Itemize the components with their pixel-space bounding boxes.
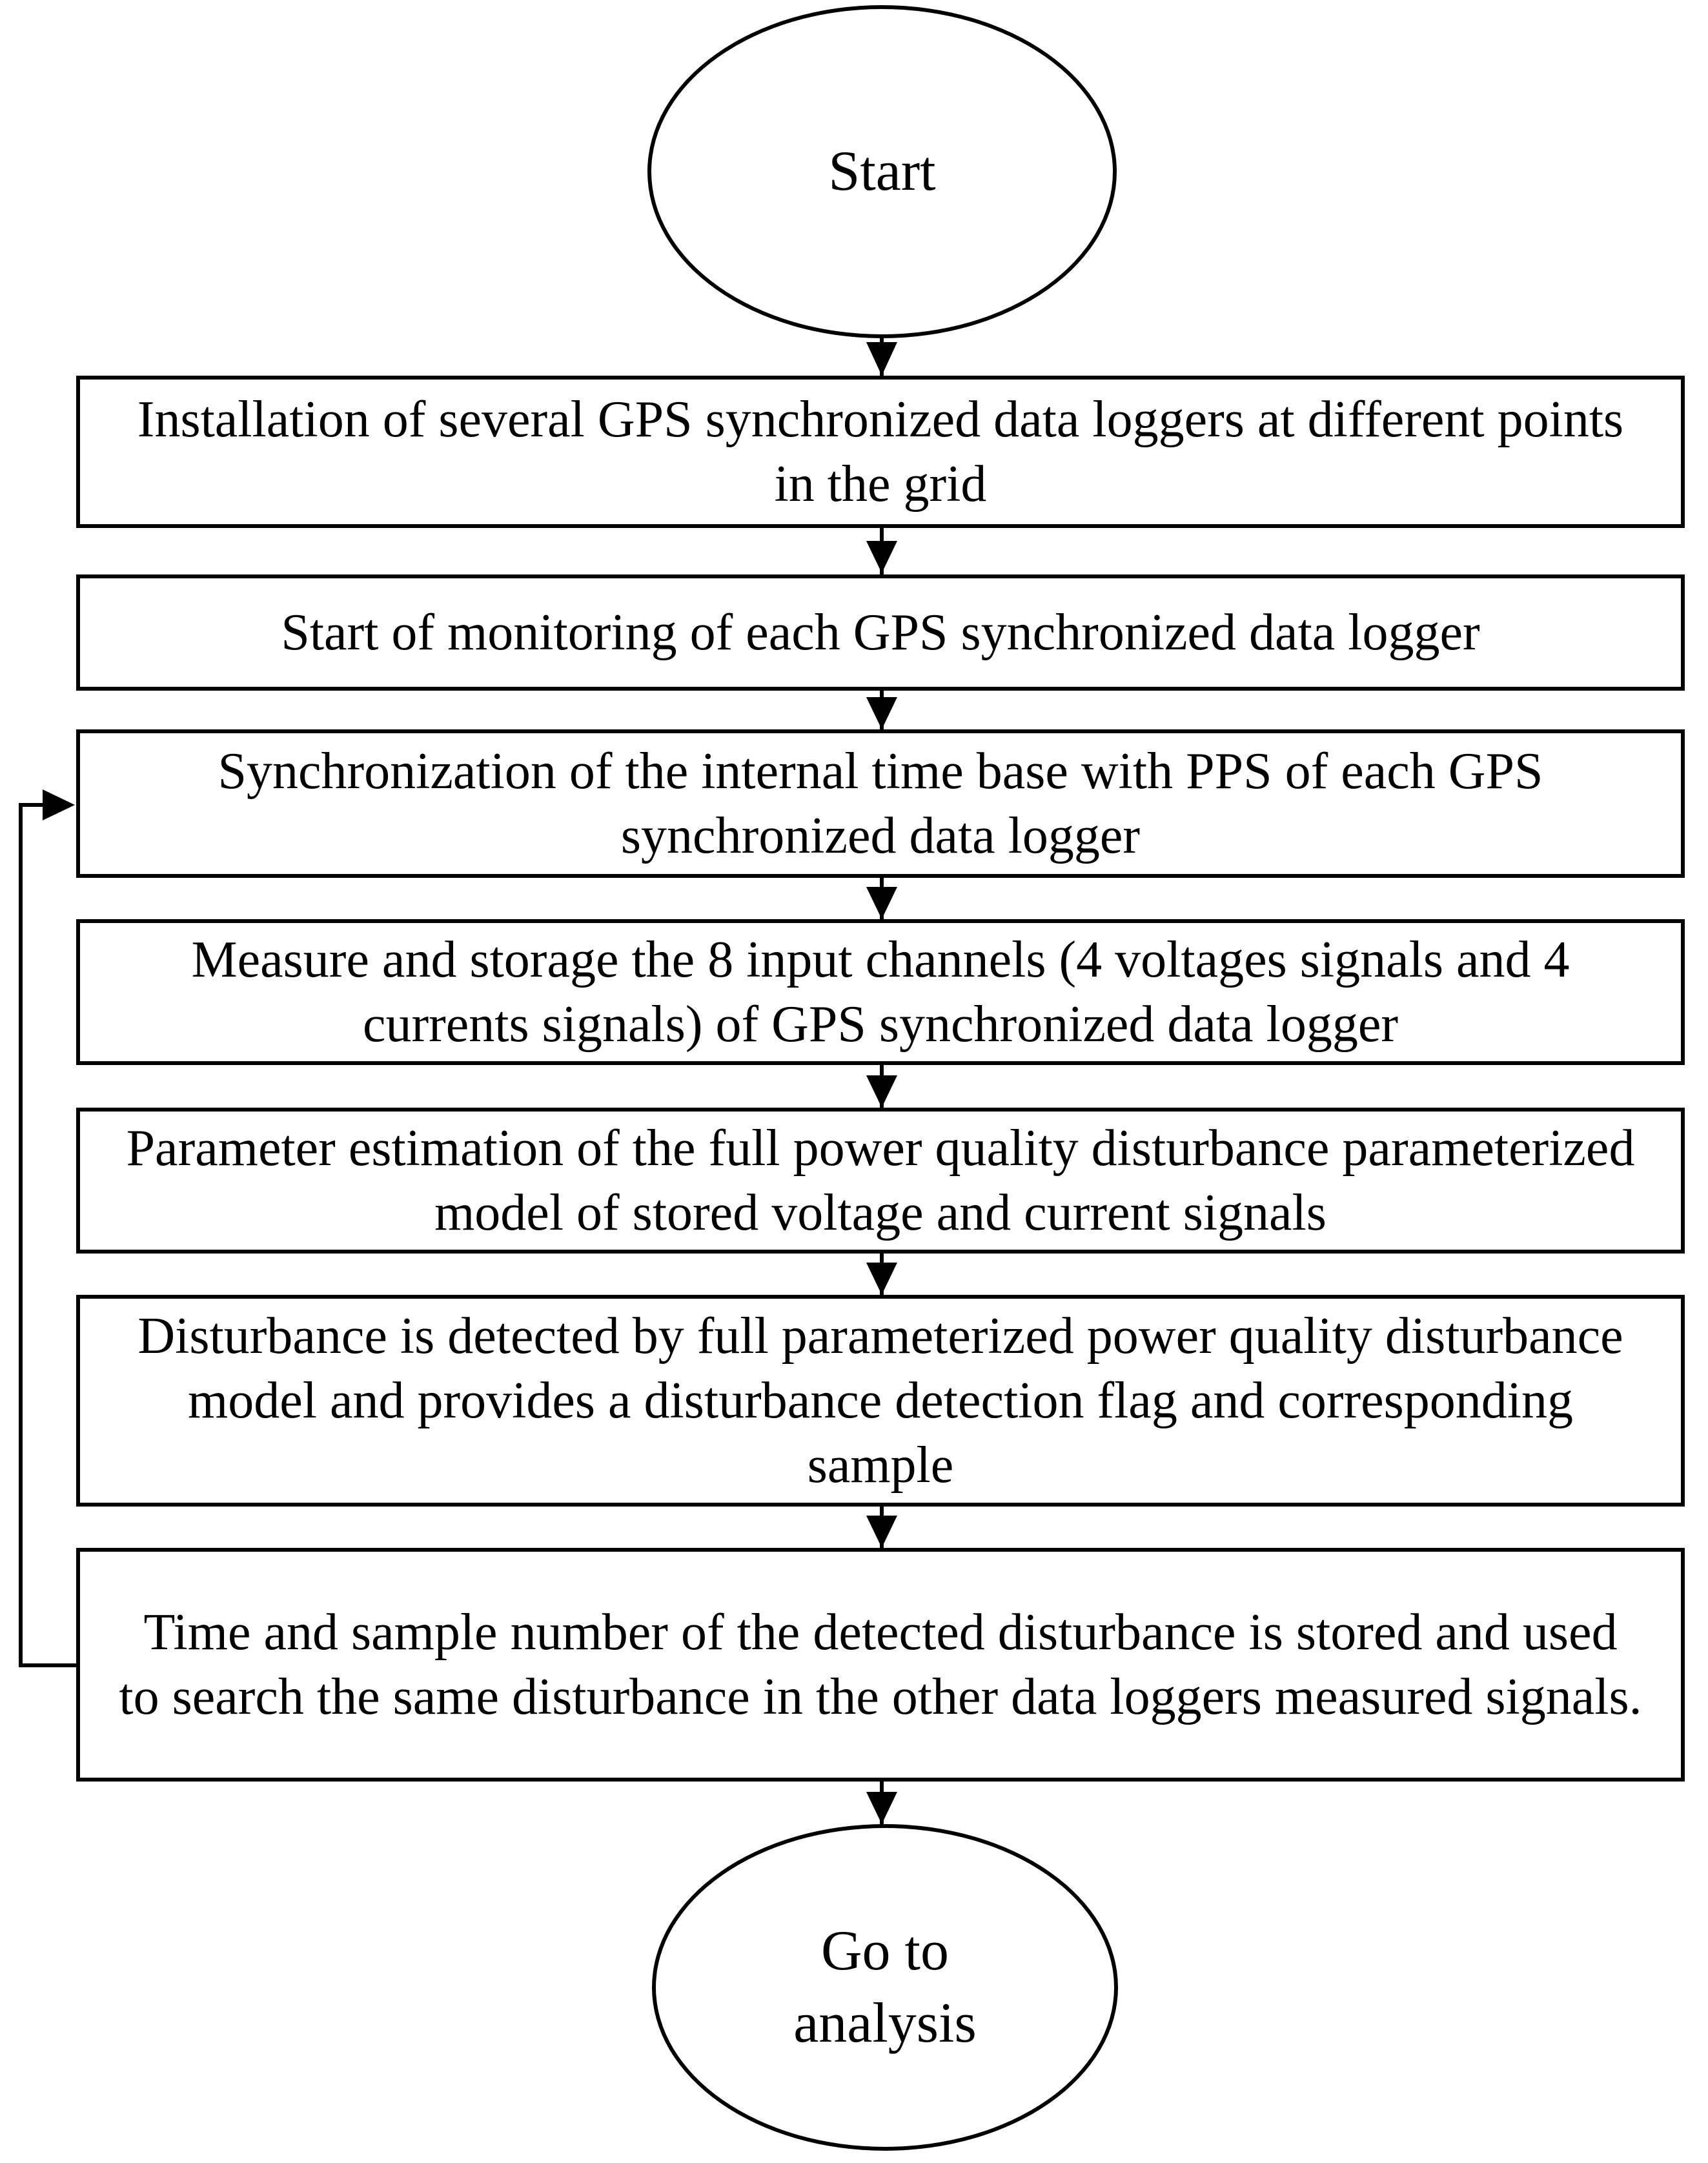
step-5-box: Parameter estimation of the full power q… (76, 1108, 1685, 1254)
arrowhead-start-to-step-1 (866, 342, 897, 376)
step-1-label: Installation of several GPS synchronized… (137, 391, 1624, 513)
feedback-loop-arrowhead (43, 789, 75, 820)
arrowhead-step-7-to-end (866, 1792, 897, 1824)
feedback-loop-line (19, 803, 76, 1667)
step-2-label: Start of monitoring of each GPS synchron… (281, 604, 1480, 661)
start-label: Start (828, 140, 936, 203)
step-5-label: Parameter estimation of the full power q… (126, 1120, 1635, 1241)
step-3-label: Synchronization of the internal time bas… (218, 743, 1543, 864)
arrowhead-step-1-to-step-2 (866, 541, 897, 573)
arrowhead-step-3-to-step-4 (866, 887, 897, 919)
step-3-box: Synchronization of the internal time bas… (76, 729, 1685, 878)
arrowhead-step-4-to-step-5 (866, 1075, 897, 1108)
step-7-box: Time and sample number of the detected d… (76, 1548, 1685, 1782)
arrowhead-step-5-to-step-6 (866, 1263, 897, 1295)
end-label: Go to analysis (793, 1920, 977, 2055)
step-7-label: Time and sample number of the detected d… (119, 1604, 1642, 1725)
step-2-box: Start of monitoring of each GPS synchron… (76, 574, 1685, 691)
step-4-box: Measure and storage the 8 input channels… (76, 919, 1685, 1065)
step-6-label: Disturbance is detected by full paramete… (137, 1308, 1623, 1494)
step-6-box: Disturbance is detected by full paramete… (76, 1295, 1685, 1507)
start-terminal: Start (647, 5, 1117, 338)
step-1-box: Installation of several GPS synchronized… (76, 376, 1685, 528)
step-4-label: Measure and storage the 8 input channels… (191, 931, 1570, 1053)
arrowhead-step-2-to-step-3 (866, 697, 897, 729)
arrowhead-step-6-to-step-7 (866, 1516, 897, 1548)
end-terminal: Go to analysis (652, 1824, 1118, 2151)
